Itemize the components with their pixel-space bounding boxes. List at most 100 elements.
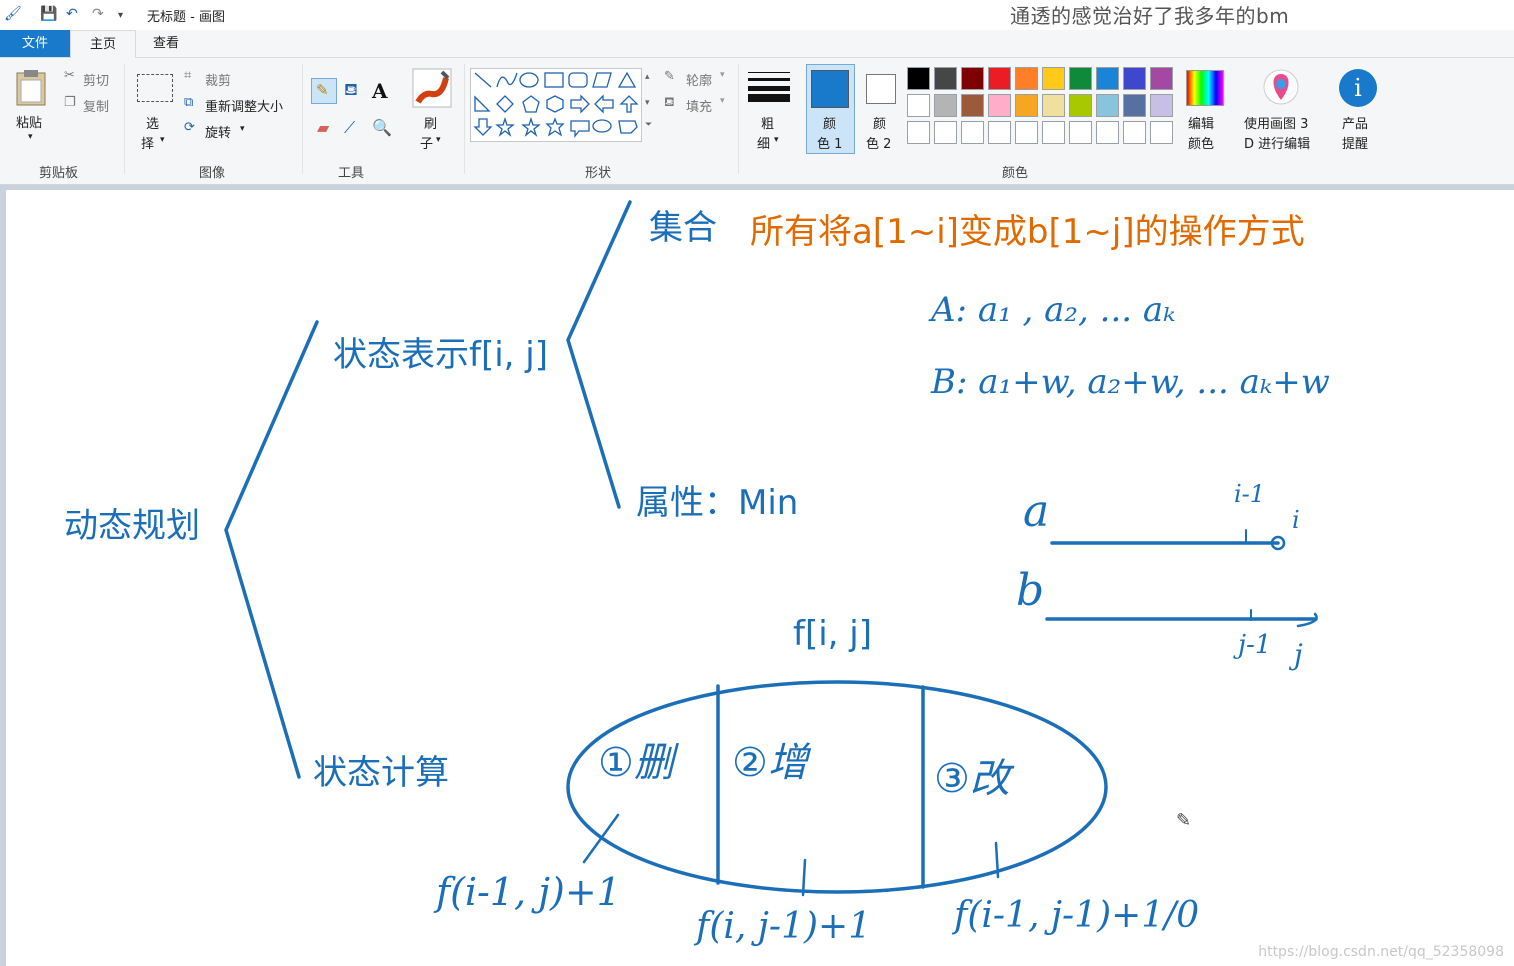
- palette-swatch[interactable]: [1150, 94, 1173, 117]
- copy-button[interactable]: 复制: [83, 100, 110, 115]
- magnifier-icon[interactable]: 🔍: [372, 118, 392, 137]
- color1-button[interactable]: [811, 70, 849, 108]
- info-icon[interactable]: i: [1339, 69, 1377, 107]
- save-icon[interactable]: 💾: [40, 6, 58, 22]
- fill-dropdown-icon[interactable]: ▾: [720, 96, 725, 106]
- pencil-tool[interactable]: ✎: [311, 78, 337, 104]
- palette-swatch[interactable]: [1096, 67, 1119, 90]
- paint-app-icon: 🖌: [4, 6, 22, 22]
- palette-swatch-empty[interactable]: [961, 121, 984, 144]
- palette-swatch-empty[interactable]: [1150, 121, 1173, 144]
- palette-swatch-empty[interactable]: [1096, 121, 1119, 144]
- palette-swatch[interactable]: [988, 67, 1011, 90]
- divider: [302, 64, 303, 174]
- pointer-2: [801, 858, 807, 897]
- tab-view[interactable]: 查看: [152, 36, 179, 51]
- palette-swatch[interactable]: [934, 67, 957, 90]
- shapes-scroll-up-icon[interactable]: ▴: [645, 72, 650, 82]
- handwritten-a: a: [1023, 486, 1050, 537]
- palette-swatch[interactable]: [988, 94, 1011, 117]
- edit-colors-icon[interactable]: [1186, 70, 1224, 106]
- color-picker-icon[interactable]: ⟋: [344, 118, 356, 137]
- outline-icon: ✎: [664, 69, 675, 84]
- palette-swatch[interactable]: [907, 67, 930, 90]
- paint3d-label-bottom: D 进行编辑: [1244, 137, 1311, 152]
- edit-colors-label-top: 编辑: [1188, 117, 1215, 132]
- rotate-dropdown-icon[interactable]: ▾: [240, 124, 245, 134]
- shapes-scroll-down-icon[interactable]: ▾: [645, 98, 650, 108]
- formula-delete: f(i-1, j)+1: [436, 870, 621, 914]
- color1-label-bottom: 色 1: [817, 137, 843, 152]
- select-label-bottom[interactable]: 择: [141, 137, 155, 152]
- palette-swatch-empty[interactable]: [1123, 121, 1146, 144]
- root-node: 动态规划: [64, 506, 200, 546]
- drawing-canvas[interactable]: 动态规划 状态表示f[i, j] 集合 所有将a[1~i]变成b[1~j]的操作…: [6, 190, 1514, 966]
- size-dropdown-icon[interactable]: ▾: [774, 135, 779, 145]
- palette-swatch[interactable]: [1042, 94, 1065, 117]
- palette-swatch[interactable]: [1150, 67, 1173, 90]
- state-calculation-node: 状态计算: [313, 753, 449, 793]
- palette-swatch[interactable]: [1042, 67, 1065, 90]
- select-dropdown-icon[interactable]: ▾: [160, 135, 165, 145]
- state-representation-node: 状态表示f[i, j]: [333, 335, 549, 375]
- undo-icon[interactable]: ↶: [66, 6, 78, 22]
- palette-swatch[interactable]: [907, 94, 930, 117]
- outline-button[interactable]: 轮廓: [686, 74, 713, 89]
- tab-home[interactable]: 主页: [70, 30, 136, 59]
- palette-swatch[interactable]: [1123, 94, 1146, 117]
- scissors-icon: ✂: [64, 68, 75, 83]
- colors-group-label: 颜色: [1002, 166, 1029, 181]
- alert-label-top: 产品: [1342, 117, 1369, 132]
- palette-swatch-empty[interactable]: [1015, 121, 1038, 144]
- resize-button[interactable]: 重新调整大小: [205, 100, 284, 115]
- pointer-1: [582, 813, 620, 864]
- partition-replace: ③改: [934, 756, 1010, 802]
- cut-button[interactable]: 剪切: [83, 74, 110, 89]
- fill-button[interactable]: 填充: [686, 100, 713, 115]
- line-a-end: [1270, 535, 1286, 551]
- fill-bucket-icon[interactable]: ⛾: [344, 80, 358, 100]
- size-icon[interactable]: [748, 70, 790, 102]
- divider: [738, 64, 739, 174]
- eraser-icon[interactable]: ▰: [317, 118, 330, 137]
- outline-dropdown-icon[interactable]: ▾: [720, 70, 725, 80]
- palette-swatch-empty[interactable]: [1042, 121, 1065, 144]
- palette-swatch[interactable]: [1096, 94, 1119, 117]
- select-icon[interactable]: [137, 74, 173, 102]
- palette-swatch[interactable]: [1015, 67, 1038, 90]
- palette-swatch-empty[interactable]: [1069, 121, 1092, 144]
- brush-dropdown-icon[interactable]: ▾: [436, 135, 441, 145]
- palette-swatch-empty[interactable]: [907, 121, 930, 144]
- brush-label-bottom: 子: [420, 137, 434, 152]
- clipboard-group-label: 剪贴板: [39, 166, 79, 181]
- formula-insert: f(i, j-1)+1: [696, 906, 872, 947]
- palette-swatch-empty[interactable]: [934, 121, 957, 144]
- palette-swatch[interactable]: [1069, 94, 1092, 117]
- paint3d-icon[interactable]: [1262, 68, 1300, 106]
- redo-icon[interactable]: ↷: [92, 6, 104, 22]
- color1-label-top: 颜: [823, 117, 837, 132]
- palette-swatch[interactable]: [1123, 67, 1146, 90]
- palette-swatch[interactable]: [961, 94, 984, 117]
- brushes-button[interactable]: [412, 68, 452, 108]
- shapes-gallery[interactable]: [470, 68, 642, 142]
- palette-swatch[interactable]: [934, 94, 957, 117]
- palette-swatch[interactable]: [1069, 67, 1092, 90]
- paste-dropdown-icon[interactable]: ▾: [28, 132, 33, 142]
- partition-delete: ①删: [598, 740, 674, 786]
- color2-button[interactable]: [866, 74, 896, 104]
- rotate-button[interactable]: 旋转: [205, 126, 232, 141]
- text-tool-icon[interactable]: A: [372, 79, 388, 103]
- handwritten-b: b: [1016, 565, 1045, 616]
- color2-label-bottom: 色 2: [866, 137, 892, 152]
- crop-button[interactable]: 裁剪: [205, 74, 232, 89]
- palette-swatch[interactable]: [961, 67, 984, 90]
- shapes-expand-icon[interactable]: ⏷: [645, 120, 653, 130]
- paste-button[interactable]: [14, 68, 48, 106]
- tab-file[interactable]: 文件: [0, 30, 70, 57]
- palette-swatch[interactable]: [1015, 94, 1038, 117]
- window-title: 无标题 - 画图: [147, 10, 225, 25]
- brush-icon: [412, 68, 452, 108]
- palette-swatch-empty[interactable]: [988, 121, 1011, 144]
- customize-quick-access-icon[interactable]: ▾: [118, 10, 124, 21]
